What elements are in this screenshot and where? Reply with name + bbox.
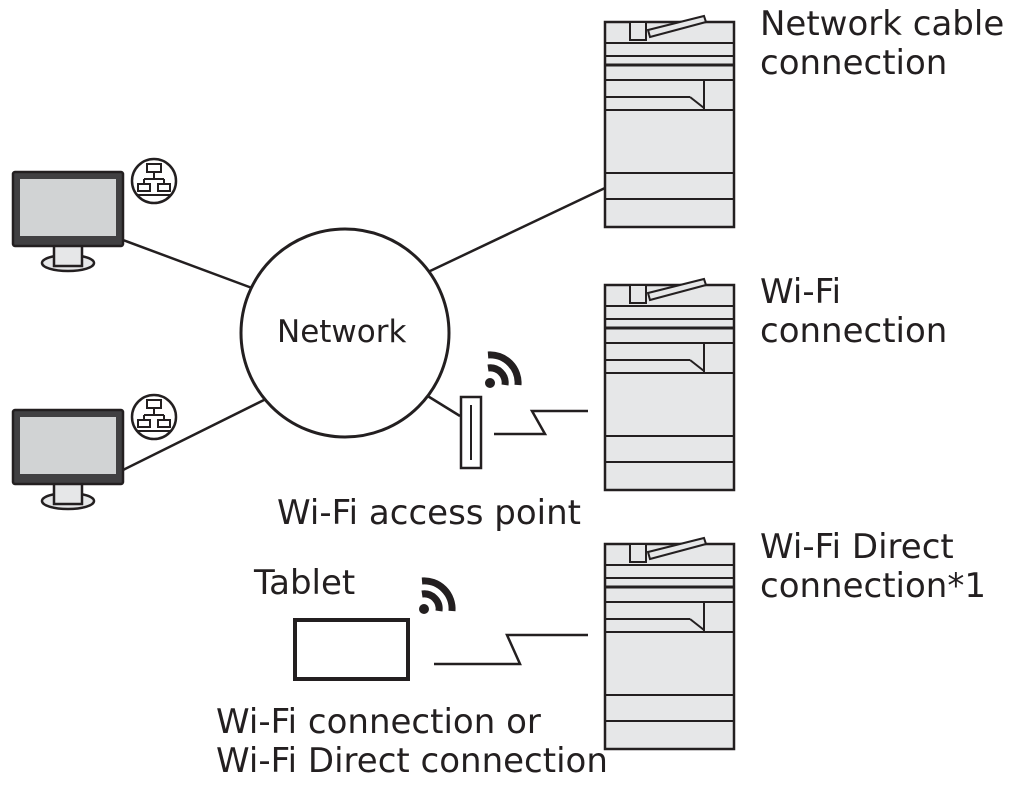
printer-1-label-line2: connection bbox=[760, 43, 948, 84]
lan-icon bbox=[130, 393, 178, 441]
access-point-label: Wi-Fi access point bbox=[277, 493, 582, 533]
line-network-printer1 bbox=[427, 186, 606, 274]
printer-3-label-line1: Wi-Fi Direct bbox=[760, 527, 954, 567]
line-pc1-network bbox=[122, 238, 253, 290]
printer-icon bbox=[603, 536, 736, 751]
monitor-icon bbox=[11, 408, 125, 511]
printer-3-label-line2: connection*1 bbox=[760, 566, 986, 607]
network-label: Network bbox=[277, 314, 407, 350]
tablet-connection-label: Wi-Fi connection or Wi-Fi Direct connect… bbox=[216, 702, 608, 782]
line-network-accesspoint bbox=[425, 393, 461, 418]
wireless-link-accesspoint-printer2 bbox=[494, 409, 588, 436]
printer-2-label-line1: Wi-Fi bbox=[760, 272, 842, 312]
connection-lines bbox=[122, 186, 606, 666]
printer-2-label-line2: connection bbox=[760, 311, 948, 352]
network-node bbox=[239, 227, 451, 439]
printer-3-label: Wi-Fi Direct connection*1 bbox=[760, 527, 986, 607]
printer-2-label: Wi-Fi connection bbox=[760, 272, 948, 352]
printer-icon bbox=[603, 14, 736, 229]
access-point-icon bbox=[459, 395, 483, 470]
printer-icon bbox=[603, 277, 736, 492]
printer-1-label-line1: Network cable bbox=[760, 4, 1005, 44]
wireless-link-tablet-printer3 bbox=[434, 633, 588, 666]
wifi-signal-icon bbox=[419, 581, 452, 614]
tablet-connection-line1: Wi-Fi connection or bbox=[216, 702, 541, 742]
line-pc2-network bbox=[122, 396, 269, 472]
tablet-icon bbox=[293, 618, 410, 681]
monitor-icon bbox=[11, 170, 125, 273]
tablet-label: Tablet bbox=[254, 563, 356, 603]
lan-icon bbox=[130, 157, 178, 205]
wifi-signal-icon bbox=[485, 355, 518, 388]
printer-1-label: Network cable connection bbox=[760, 4, 1005, 84]
tablet-connection-line2: Wi-Fi Direct connection bbox=[216, 741, 608, 782]
